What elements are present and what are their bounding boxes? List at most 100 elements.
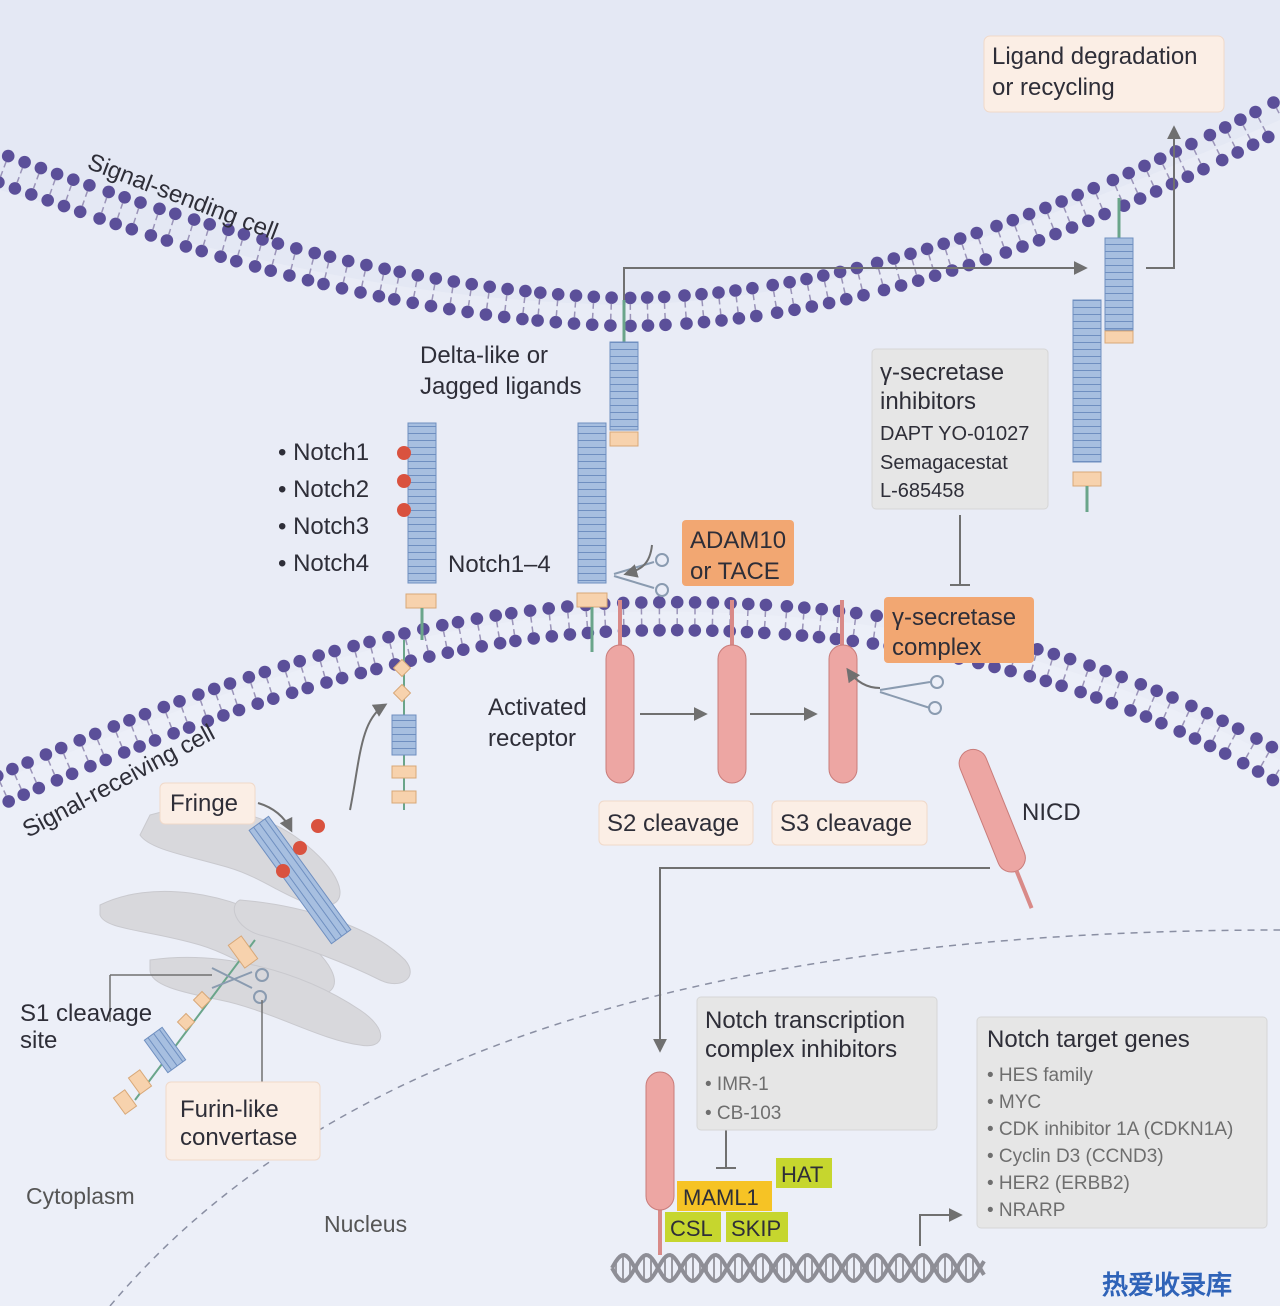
lipid-head xyxy=(54,741,68,755)
lipid-tail xyxy=(239,239,244,247)
lipid-tail xyxy=(1162,163,1166,170)
lipid-head xyxy=(1106,173,1120,187)
lipid-tail xyxy=(1246,133,1252,140)
lipid-head xyxy=(1105,696,1119,710)
lipid-head xyxy=(470,612,484,625)
lipid-head xyxy=(179,240,193,253)
lipid-tail xyxy=(322,670,326,677)
lipid-tail xyxy=(1196,727,1201,734)
lipid-tail xyxy=(1049,659,1053,666)
lipid-tail xyxy=(1185,711,1190,718)
lipid-head xyxy=(1122,166,1135,180)
lipid-tail xyxy=(548,614,551,621)
lipid-head xyxy=(1039,201,1052,215)
lipid-head xyxy=(688,624,702,637)
lipid-tail xyxy=(0,781,3,788)
lipid-tail xyxy=(538,298,541,305)
lipid-head xyxy=(17,788,31,801)
lipid-head xyxy=(1117,199,1131,212)
lipid-head xyxy=(398,627,411,640)
lipid-head xyxy=(904,247,917,261)
lipid-tail xyxy=(451,287,454,294)
lipid-head xyxy=(251,697,264,710)
lipid-tail xyxy=(1113,691,1117,698)
lipid-tail xyxy=(311,258,315,265)
lipid-tail xyxy=(136,208,140,215)
lipid-head xyxy=(697,315,711,329)
lipid-tail xyxy=(556,300,559,307)
lipid-head xyxy=(0,770,4,782)
lipid-tail xyxy=(487,292,490,299)
lipid-head xyxy=(457,643,470,656)
lipid-tail xyxy=(859,283,863,290)
lipid-head xyxy=(21,756,34,769)
lipid-head xyxy=(160,234,174,247)
lipid-tail xyxy=(186,234,191,241)
lipid-tail xyxy=(1163,711,1167,718)
lipid-head xyxy=(335,282,349,295)
lipid-head xyxy=(406,296,420,310)
lipid-tail xyxy=(752,294,755,301)
lipid-tail xyxy=(215,694,219,701)
lipid-head xyxy=(1203,739,1217,753)
lipid-tail xyxy=(1197,158,1202,165)
lipid-head xyxy=(990,219,1003,233)
lipid-tail xyxy=(425,644,429,651)
lipid-head xyxy=(970,226,983,240)
lipid-tail xyxy=(512,628,516,636)
lipid-tail xyxy=(379,284,383,291)
lipid-head xyxy=(207,682,221,696)
lipid-head xyxy=(1267,96,1280,109)
lipid-head xyxy=(123,714,136,727)
target-genes-box xyxy=(976,1016,1268,1229)
lipid-tail xyxy=(300,666,304,673)
lipid-head xyxy=(378,262,391,276)
lipid-head xyxy=(1236,756,1250,770)
s1-cleavage-line2: site xyxy=(20,1027,57,1054)
lipid-tail xyxy=(1231,141,1236,148)
lipid-tail xyxy=(701,300,704,307)
lipid-tail xyxy=(255,254,260,261)
lipid-head xyxy=(1249,105,1262,119)
lipid-tail xyxy=(431,294,434,301)
lipid-head xyxy=(817,269,830,282)
lipid-head xyxy=(846,634,860,648)
lipid-head xyxy=(107,720,121,733)
lipid-head xyxy=(1218,747,1232,760)
lipid-head xyxy=(1090,691,1103,704)
lipid-head xyxy=(798,601,811,614)
lipid-head xyxy=(1032,234,1046,247)
lipid-head xyxy=(945,264,959,277)
lipid-tail xyxy=(485,302,489,309)
lipid-head xyxy=(423,650,436,663)
lipid-tail xyxy=(1046,669,1050,676)
lipid-tail xyxy=(84,190,89,197)
lipid-head xyxy=(182,721,196,734)
lipid-head xyxy=(723,624,736,638)
lipid-head xyxy=(192,688,205,701)
lipid-head xyxy=(657,290,671,304)
lipid-head xyxy=(641,319,655,332)
lipid-head xyxy=(138,707,152,721)
lipid-tail xyxy=(356,661,361,668)
lipid-head xyxy=(388,293,401,306)
lipid-head xyxy=(1049,227,1062,241)
lipid-tail xyxy=(1083,209,1087,216)
lipid-head xyxy=(599,625,613,638)
lipid-tail xyxy=(258,245,262,252)
lipid-head xyxy=(870,256,884,270)
lipid-tail xyxy=(1227,742,1232,749)
lipid-tail xyxy=(170,219,175,226)
lipid-tail xyxy=(840,277,844,284)
lipid-tail xyxy=(872,631,876,638)
lipid-head xyxy=(1082,214,1095,228)
lipid-tail xyxy=(449,297,452,304)
lipid-head xyxy=(1031,643,1044,656)
lipid-head xyxy=(167,727,180,740)
lipid-head xyxy=(542,602,555,615)
lipid-head xyxy=(34,161,48,175)
lipid-head xyxy=(65,767,79,781)
lipid-head xyxy=(1203,128,1217,142)
lipid-head xyxy=(822,296,836,310)
lipid-tail xyxy=(1150,180,1155,187)
